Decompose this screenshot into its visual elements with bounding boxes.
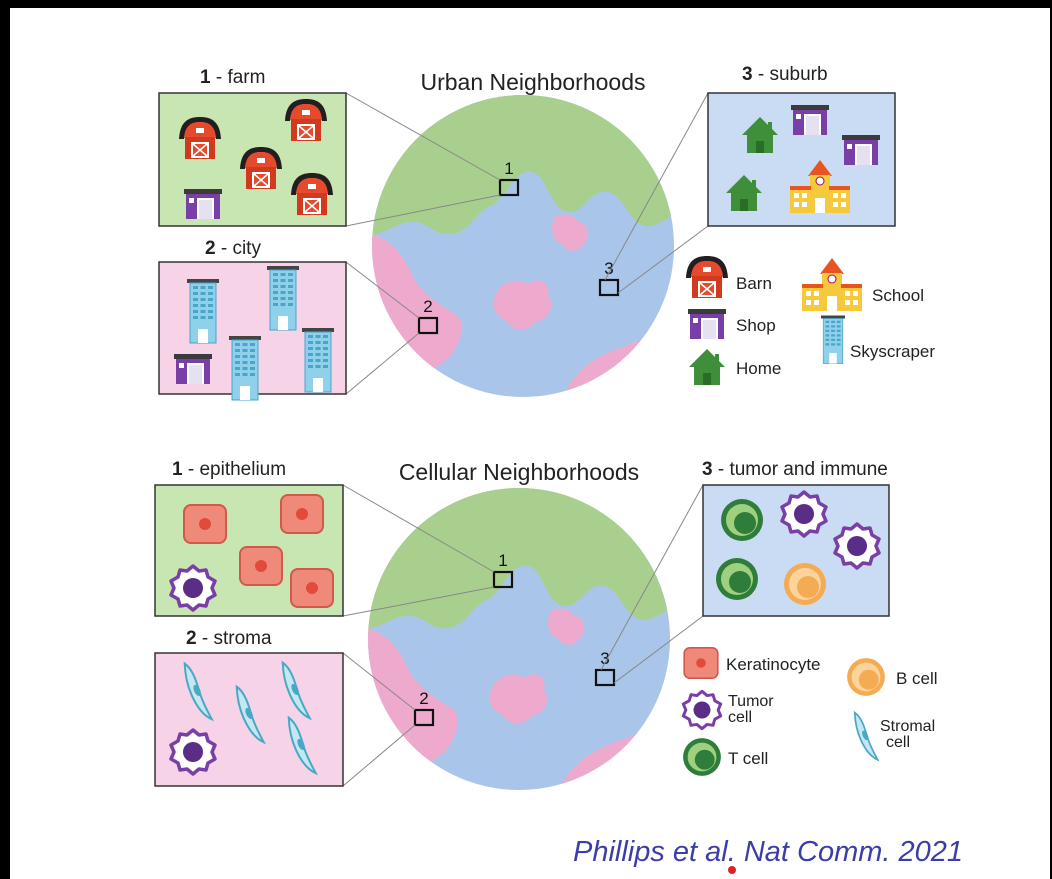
cellular-marker-2-label: 2 — [419, 689, 428, 708]
legend-home-label: Home — [736, 359, 781, 378]
urban-marker-3 — [598, 278, 620, 297]
shop-icon — [842, 135, 880, 165]
legend-stromal-label-1: Stromal — [880, 718, 935, 735]
legend-keratinocyte-label: Keratinocyte — [726, 655, 821, 674]
cellular-marker-1 — [492, 570, 514, 589]
shop-icon — [688, 309, 726, 339]
urban-marker-1 — [498, 178, 520, 197]
legend-school-label: School — [872, 286, 924, 305]
skyscraper-icon — [820, 315, 846, 364]
cursor-dot — [728, 866, 736, 874]
legend-bcell-label: B cell — [896, 669, 938, 688]
tumor-cell-icon — [681, 689, 723, 731]
b-cell-icon — [847, 658, 885, 696]
urban-globe — [372, 95, 674, 397]
cellular-connector-lines — [342, 484, 704, 787]
t-cell-icon — [683, 738, 721, 776]
cellular-panel-1-title: 1 - epithelium — [172, 459, 286, 480]
shop-icon — [184, 189, 222, 219]
urban-section: Urban Neighborhoods 1 2 3 — [158, 64, 935, 401]
keratinocyte-icon — [183, 504, 227, 544]
school-icon — [801, 257, 863, 312]
barn-icon — [178, 116, 222, 160]
legend-skyscraper-label: Skyscraper — [850, 342, 935, 361]
tumor-cell-icon — [833, 522, 881, 570]
cellular-panel-3-title: 3 - tumor and immune — [702, 459, 888, 480]
keratinocyte-icon — [239, 546, 283, 586]
legend-shop-label: Shop — [736, 316, 776, 335]
cellular-legend: Keratinocyte Tumor cell T cell B cell St… — [681, 646, 938, 776]
legend-barn-label: Barn — [736, 274, 772, 293]
urban-marker-3-label: 3 — [604, 259, 613, 278]
urban-marker-2-label: 2 — [423, 297, 432, 316]
legend-stromal-label-2: cell — [886, 734, 910, 751]
citation-text: Phillips et al. Nat Comm. 2021 — [573, 836, 964, 868]
cellular-marker-2 — [413, 708, 435, 727]
skyscraper-icon — [301, 327, 335, 393]
legend-tcell-label: T cell — [728, 749, 768, 768]
cellular-section: Cellular Neighborhoods 1 2 3 — [154, 459, 938, 790]
tumor-cell-icon — [169, 564, 217, 612]
home-icon — [689, 349, 725, 385]
cellular-marker-3-label: 3 — [600, 649, 609, 668]
shop-icon — [791, 105, 829, 135]
urban-title: Urban Neighborhoods — [420, 69, 645, 95]
urban-panel-3-title: 3 - suburb — [742, 64, 828, 85]
barn-icon — [284, 98, 328, 142]
keratinocyte-icon — [290, 568, 334, 608]
b-cell-icon — [784, 563, 826, 605]
keratinocyte-icon — [683, 646, 719, 680]
t-cell-icon — [716, 558, 758, 600]
barn-icon — [685, 255, 729, 299]
cellular-title: Cellular Neighborhoods — [399, 459, 639, 485]
urban-panel-2-title: 2 - city — [205, 238, 261, 259]
t-cell-icon — [721, 499, 763, 541]
urban-marker-2 — [417, 316, 439, 335]
urban-legend: Barn Shop Home School Skyscraper — [685, 255, 935, 385]
barn-icon — [239, 146, 283, 190]
cellular-panel-2-title: 2 - stroma — [186, 628, 272, 649]
tumor-cell-icon — [169, 728, 217, 776]
legend-tumor-label-1: Tumor — [728, 693, 774, 710]
skyscraper-icon — [228, 335, 262, 401]
tumor-cell-icon — [780, 490, 828, 538]
shop-icon — [174, 354, 212, 384]
keratinocyte-icon — [280, 494, 324, 534]
cellular-marker-3 — [594, 668, 616, 687]
skyscraper-icon — [186, 278, 220, 344]
skyscraper-icon — [266, 265, 300, 331]
urban-panel-1-title: 1 - farm — [200, 67, 265, 88]
legend-tumor-label-2: cell — [728, 709, 752, 726]
urban-connector-lines — [345, 92, 709, 395]
cellular-marker-1-label: 1 — [498, 551, 507, 570]
barn-icon — [290, 172, 334, 216]
urban-marker-1-label: 1 — [504, 159, 513, 178]
cellular-globe — [368, 488, 670, 790]
